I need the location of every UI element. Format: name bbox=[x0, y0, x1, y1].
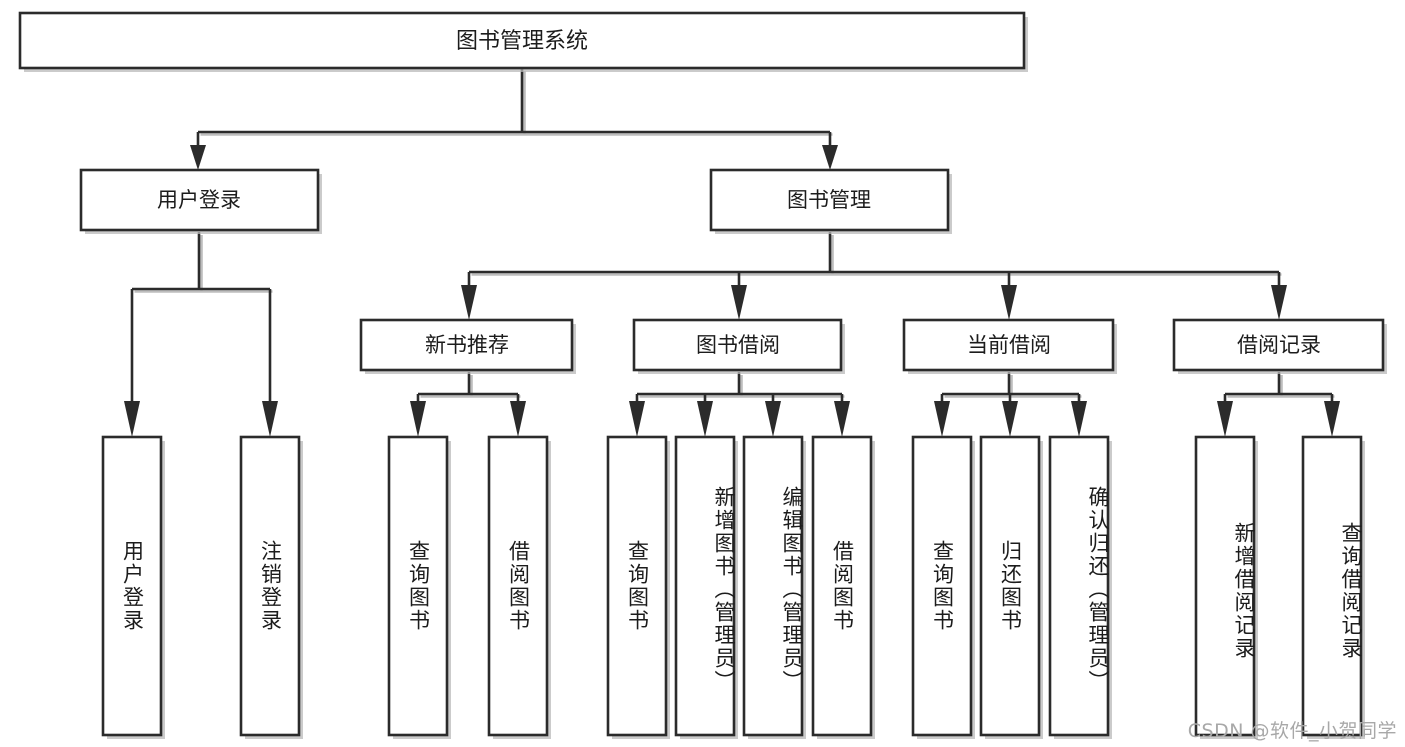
node-box-leaf-return-book[interactable] bbox=[979, 435, 1041, 737]
node-box-leaf-user-login[interactable] bbox=[101, 435, 163, 737]
connector-layer bbox=[124, 68, 1340, 437]
leaf-label-return-book: 归还图书 bbox=[998, 540, 1023, 632]
node-box-book-borrow[interactable] bbox=[632, 318, 843, 372]
node-box-leaf-logout-login[interactable] bbox=[239, 435, 301, 737]
node-box-current-borrow[interactable] bbox=[902, 318, 1115, 372]
arrow-head-user-login bbox=[190, 145, 206, 170]
node-label-root: 图书管理系统 bbox=[456, 29, 588, 54]
node-label-book-borrow: 图书借阅 bbox=[696, 333, 780, 357]
node-label-book-management: 图书管理 bbox=[787, 188, 871, 212]
arrow-head-book-management bbox=[822, 145, 838, 170]
leaf-label-edit-book: 编辑图书（管理员） bbox=[780, 485, 804, 693]
node-box-book-management[interactable] bbox=[709, 168, 950, 232]
watermark-text: CSDN @软件_小贺同学 bbox=[1187, 720, 1397, 742]
arrow-head-borrow-book-1 bbox=[510, 401, 526, 437]
node-label-user-login: 用户登录 bbox=[157, 188, 241, 212]
arrow-head-leaf-user-login bbox=[124, 401, 140, 437]
arrow-head-query-record bbox=[1324, 401, 1340, 437]
node-label-borrow-record: 借阅记录 bbox=[1237, 333, 1321, 357]
arrow-head-new-book-recommend bbox=[461, 285, 477, 320]
node-box-borrow-record[interactable] bbox=[1172, 318, 1385, 372]
leaf-label-confirm-return: 确认归还（管理员） bbox=[1086, 485, 1110, 693]
node-box-leaf-add-record[interactable] bbox=[1194, 435, 1256, 737]
arrow-head-add-record bbox=[1217, 401, 1233, 437]
leaf-label-user-login: 用户登录 bbox=[120, 540, 145, 632]
arrow-head-query-book-2 bbox=[629, 401, 645, 437]
leaf-label-query-book-3: 查询图书 bbox=[930, 540, 955, 632]
leaf-label-add-book: 新增图书（管理员） bbox=[712, 485, 736, 693]
arrow-head-borrow-book-2 bbox=[834, 401, 850, 437]
node-label-current-borrow: 当前借阅 bbox=[967, 333, 1051, 357]
node-box-leaf-add-book[interactable] bbox=[674, 435, 736, 737]
arrow-head-query-book-3 bbox=[934, 401, 950, 437]
arrow-head-return-book bbox=[1002, 401, 1018, 437]
arrow-head-edit-book bbox=[765, 401, 781, 437]
node-box-leaf-edit-book[interactable] bbox=[742, 435, 804, 737]
node-box-new-book-recommend[interactable] bbox=[359, 318, 574, 372]
arrow-head-confirm-return bbox=[1071, 401, 1087, 437]
arrow-head-book-borrow bbox=[731, 285, 747, 320]
node-layer: 图书管理系统 用户登录 图书管理 新书推荐 图书借阅 当前借阅 借阅记录 bbox=[18, 11, 1387, 739]
leaf-label-query-record: 查询借阅记录 bbox=[1339, 522, 1363, 660]
node-box-leaf-borrow-book-1[interactable] bbox=[487, 435, 549, 737]
arrow-head-leaf-logout-login bbox=[262, 401, 278, 437]
arrow-head-borrow-record bbox=[1271, 285, 1287, 320]
leaf-label-add-record: 新增借阅记录 bbox=[1232, 522, 1256, 660]
leaf-label-logout-login: 注销登录 bbox=[258, 540, 283, 632]
leaf-label-borrow-book-2: 借阅图书 bbox=[830, 540, 855, 632]
node-box-root[interactable] bbox=[18, 11, 1026, 70]
node-box-leaf-query-book-2[interactable] bbox=[606, 435, 668, 737]
node-box-user-login[interactable] bbox=[79, 168, 320, 232]
node-box-leaf-confirm-return[interactable] bbox=[1048, 435, 1110, 737]
node-box-leaf-query-book-3[interactable] bbox=[911, 435, 973, 737]
leaf-label-query-book-2: 查询图书 bbox=[625, 540, 650, 632]
arrow-head-query-book-1 bbox=[410, 401, 426, 437]
node-box-leaf-borrow-book-2[interactable] bbox=[811, 435, 873, 737]
arrow-head-add-book bbox=[697, 401, 713, 437]
leaf-label-query-book-1: 查询图书 bbox=[406, 540, 431, 632]
node-box-leaf-query-record[interactable] bbox=[1301, 435, 1363, 737]
node-box-leaf-query-book-1[interactable] bbox=[387, 435, 449, 737]
arrow-head-current-borrow bbox=[1001, 285, 1017, 320]
node-label-new-book-recommend: 新书推荐 bbox=[425, 333, 509, 357]
leaf-label-borrow-book-1: 借阅图书 bbox=[506, 540, 531, 632]
